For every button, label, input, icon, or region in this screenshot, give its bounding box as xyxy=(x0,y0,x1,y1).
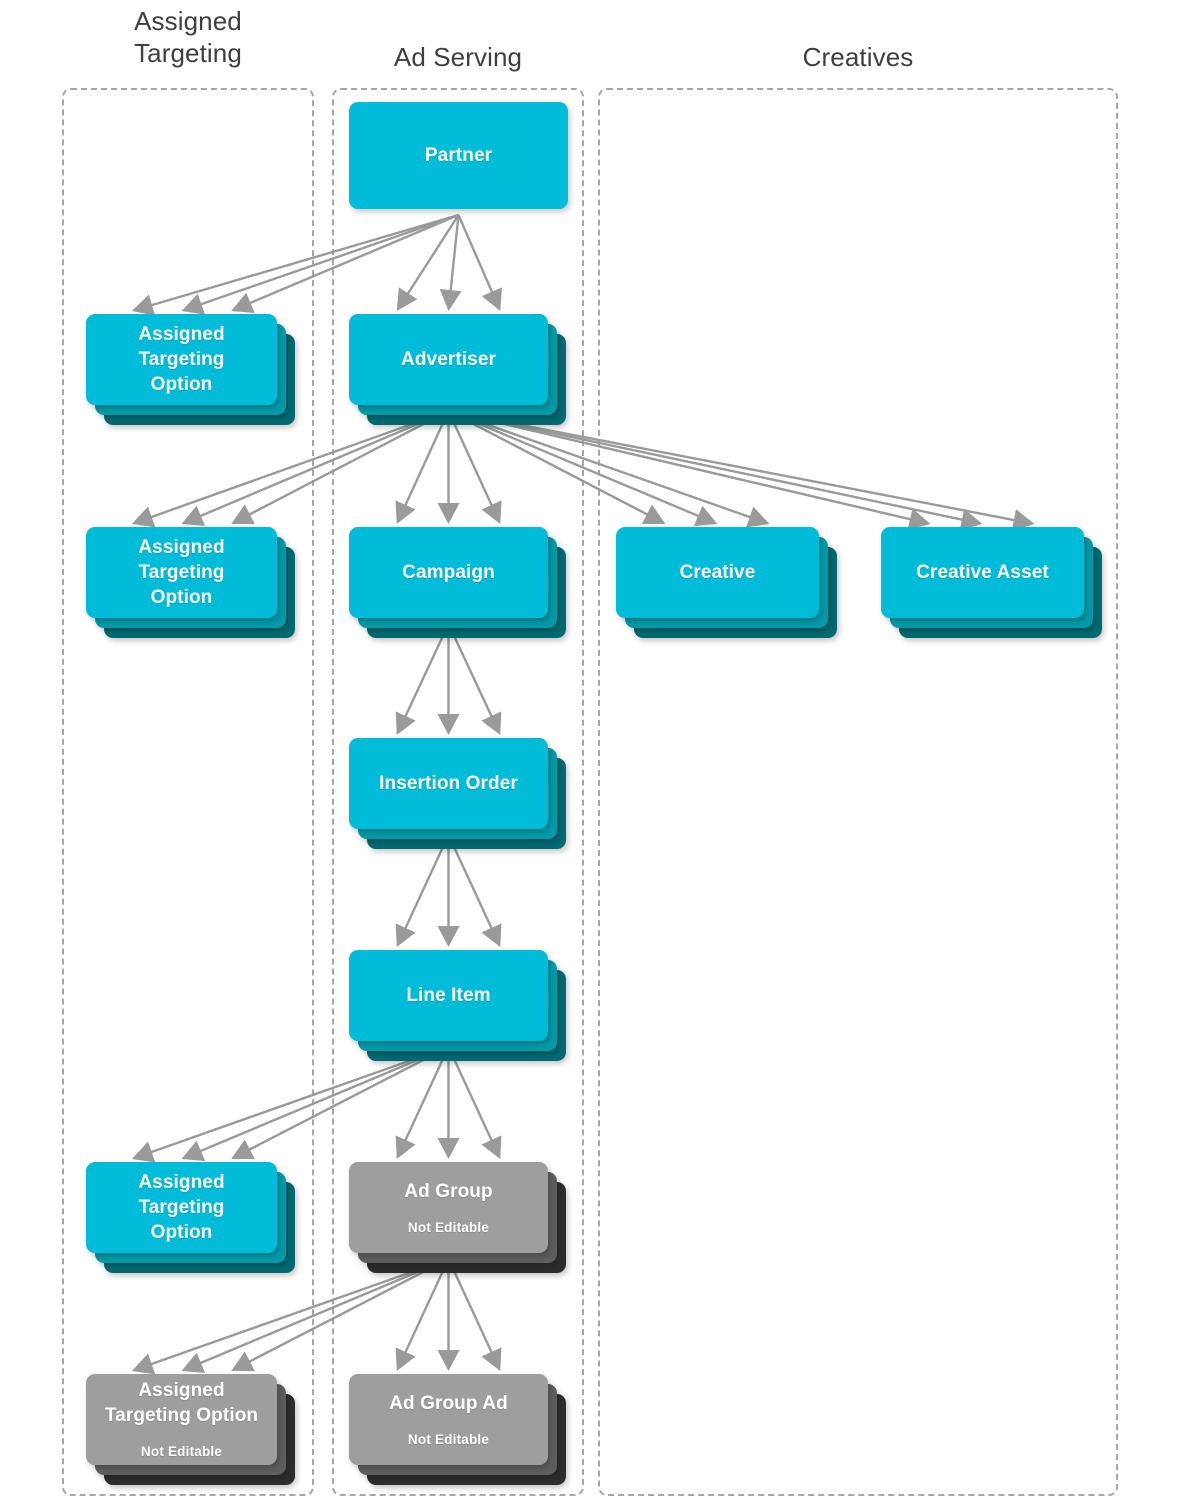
node-ad-group-ad[interactable]: Ad Group Ad Not Editable xyxy=(349,1374,566,1485)
node-title: Insertion Order xyxy=(379,772,518,794)
node-title: Ad Group Ad xyxy=(389,1392,508,1414)
node-assigned-targeting-option-line-item[interactable]: Assigned Targeting Option xyxy=(86,1162,295,1273)
node-card[interactable]: Advertiser xyxy=(349,314,548,405)
node-card[interactable]: Partner xyxy=(349,102,568,209)
node-title: Assigned Targeting Option xyxy=(138,536,225,609)
column-container-assigned-targeting xyxy=(62,88,314,1496)
node-advertiser[interactable]: Advertiser xyxy=(349,314,566,425)
node-campaign[interactable]: Campaign xyxy=(349,527,566,638)
node-title: Assigned Targeting Option xyxy=(138,323,225,396)
node-card[interactable]: Line Item xyxy=(349,950,548,1041)
node-line-item[interactable]: Line Item xyxy=(349,950,566,1061)
column-header-assigned-targeting: Assigned Targeting xyxy=(134,6,242,68)
node-card[interactable]: Ad Group Ad Not Editable xyxy=(349,1374,548,1465)
node-title: Ad Group xyxy=(404,1180,493,1202)
node-subtitle: Not Editable xyxy=(140,1444,223,1460)
column-header-ad-serving: Ad Serving xyxy=(393,42,523,72)
node-card[interactable]: Insertion Order xyxy=(349,738,548,829)
node-creative-asset[interactable]: Creative Asset xyxy=(881,527,1102,638)
column-container-creatives xyxy=(598,88,1118,1496)
node-title: Line Item xyxy=(406,984,491,1006)
node-assigned-targeting-option-partner[interactable]: Assigned Targeting Option xyxy=(86,314,295,425)
node-title: Campaign xyxy=(402,561,495,583)
node-assigned-targeting-option-advertiser[interactable]: Assigned Targeting Option xyxy=(86,527,295,638)
node-subtitle: Not Editable xyxy=(407,1431,490,1447)
node-card[interactable]: Assigned Targeting Option xyxy=(86,314,277,405)
node-card[interactable]: Assigned Targeting Option xyxy=(86,1162,277,1253)
node-title: Creative xyxy=(679,561,756,583)
node-card[interactable]: Creative Asset xyxy=(881,527,1084,618)
node-title: Assigned Targeting Option xyxy=(138,1171,225,1244)
node-partner[interactable]: Partner xyxy=(349,102,568,209)
node-creative[interactable]: Creative xyxy=(616,527,837,638)
node-card[interactable]: Campaign xyxy=(349,527,548,618)
node-card[interactable]: Creative xyxy=(616,527,819,618)
node-insertion-order[interactable]: Insertion Order xyxy=(349,738,566,849)
node-title: Assigned Targeting Option xyxy=(104,1380,259,1427)
column-header-creatives: Creatives xyxy=(802,42,914,72)
column-container-ad-serving xyxy=(332,88,584,1496)
node-subtitle: Not Editable xyxy=(407,1219,490,1235)
node-title: Creative Asset xyxy=(916,561,1049,583)
node-title: Partner xyxy=(424,144,493,166)
node-card[interactable]: Assigned Targeting Option xyxy=(86,527,277,618)
node-title: Advertiser xyxy=(401,348,496,370)
